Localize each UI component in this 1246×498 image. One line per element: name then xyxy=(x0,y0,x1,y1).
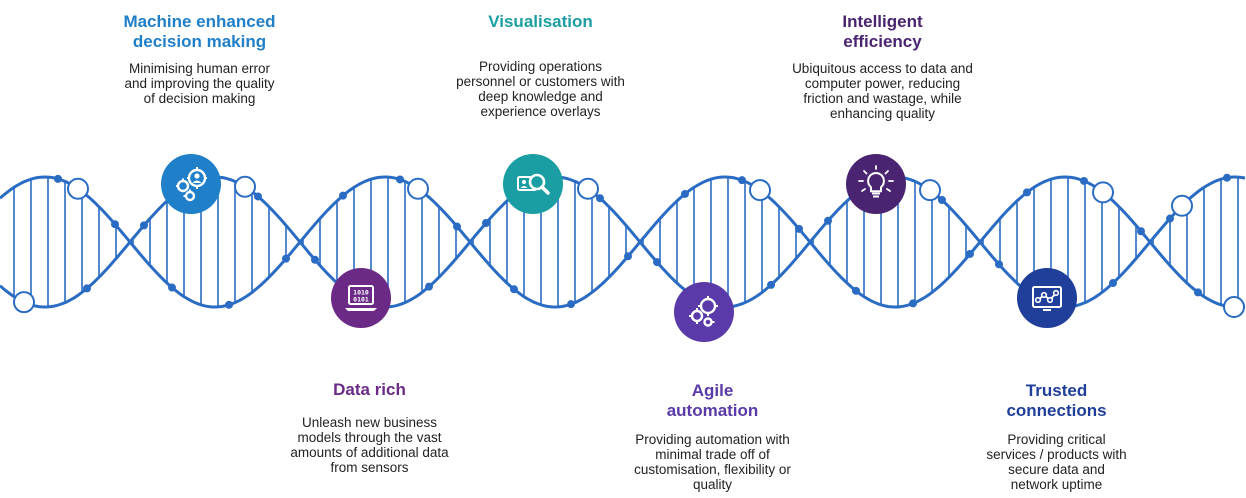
item-description: Unleash new business models through the … xyxy=(290,415,449,475)
item-description: Providing critical services / products w… xyxy=(986,432,1127,492)
cogs-icon xyxy=(674,282,734,342)
item-trusted-connections: Trusted connections Providing critical s… xyxy=(944,381,1169,492)
helix-open-node xyxy=(67,177,89,200)
helix-node xyxy=(824,216,832,225)
item-title: Visualisation xyxy=(488,12,593,31)
helix-node xyxy=(567,300,575,309)
helix-node xyxy=(140,221,148,230)
helix-node xyxy=(1194,288,1202,297)
helix-node xyxy=(1109,279,1117,288)
helix-node xyxy=(909,299,917,308)
item-description: Minimising human error and improving the… xyxy=(124,61,275,106)
helix-node xyxy=(111,220,119,229)
helix-node xyxy=(681,189,689,198)
helix-open-node xyxy=(1171,194,1193,217)
helix-node xyxy=(510,285,518,294)
helix-open-node xyxy=(1092,181,1114,204)
helix-node xyxy=(311,255,319,264)
helix-open-node xyxy=(234,175,256,198)
item-title: Trusted connections xyxy=(1006,381,1107,420)
item-description: Providing operations personnel or custom… xyxy=(456,59,625,119)
item-title: Data rich xyxy=(333,380,406,399)
item-visualisation: Visualisation Providing operations perso… xyxy=(428,12,653,119)
helix-node xyxy=(83,284,91,293)
helix-node xyxy=(225,300,233,309)
helix-node xyxy=(282,254,290,263)
helix-node xyxy=(795,224,803,233)
helix-open-node xyxy=(749,179,771,202)
item-title: Agile automation xyxy=(666,381,759,420)
item-agile-automation: Agile automation Providing automation wi… xyxy=(600,381,825,492)
helix-node xyxy=(852,286,860,295)
magnifier-card-icon xyxy=(503,154,563,214)
item-title: Machine enhanced decision making xyxy=(123,12,276,51)
binary-laptop-icon: 1010 0101 xyxy=(331,268,391,328)
helix-node xyxy=(596,194,604,203)
helix-node xyxy=(54,174,62,183)
svg-text:1010: 1010 xyxy=(353,289,369,297)
helix-strand xyxy=(0,175,1246,309)
helix-node xyxy=(425,282,433,291)
network-monitor-icon xyxy=(1017,268,1077,328)
helix-node xyxy=(1137,227,1145,236)
item-description: Ubiquitous access to data and computer p… xyxy=(792,61,973,121)
helix-node xyxy=(738,176,746,185)
helix-node xyxy=(653,258,661,267)
item-data-rich: Data rich Unleash new business models th… xyxy=(262,380,477,475)
helix-node xyxy=(1023,188,1031,197)
helix-node xyxy=(1080,176,1088,185)
helix-node xyxy=(168,283,176,292)
helix-open-node xyxy=(13,291,35,314)
helix-node xyxy=(938,196,946,205)
helix-open-node xyxy=(919,179,941,202)
helix-node xyxy=(767,280,775,289)
helix-node xyxy=(254,192,262,201)
gears-person-icon xyxy=(161,154,221,214)
svg-text:0101: 0101 xyxy=(353,296,369,304)
item-title: Intelligent efficiency xyxy=(842,12,923,51)
helix-node xyxy=(339,191,347,200)
item-intelligent-efficiency: Intelligent efficiency Ubiquitous access… xyxy=(770,12,995,121)
helix-node xyxy=(396,175,404,184)
item-description: Providing automation with minimal trade … xyxy=(634,432,791,492)
helix-node xyxy=(995,260,1003,269)
helix-open-node xyxy=(577,177,599,200)
helix-open-node xyxy=(1223,295,1245,318)
helix-node xyxy=(482,219,490,228)
helix-open-node xyxy=(407,177,429,200)
item-machine-enhanced: Machine enhanced decision making Minimis… xyxy=(92,12,307,106)
helix-node xyxy=(624,252,632,261)
lightbulb-icon xyxy=(846,154,906,214)
helix-node xyxy=(453,222,461,231)
helix-node xyxy=(1223,173,1231,182)
helix-node xyxy=(1166,214,1174,223)
helix-node xyxy=(966,249,974,258)
